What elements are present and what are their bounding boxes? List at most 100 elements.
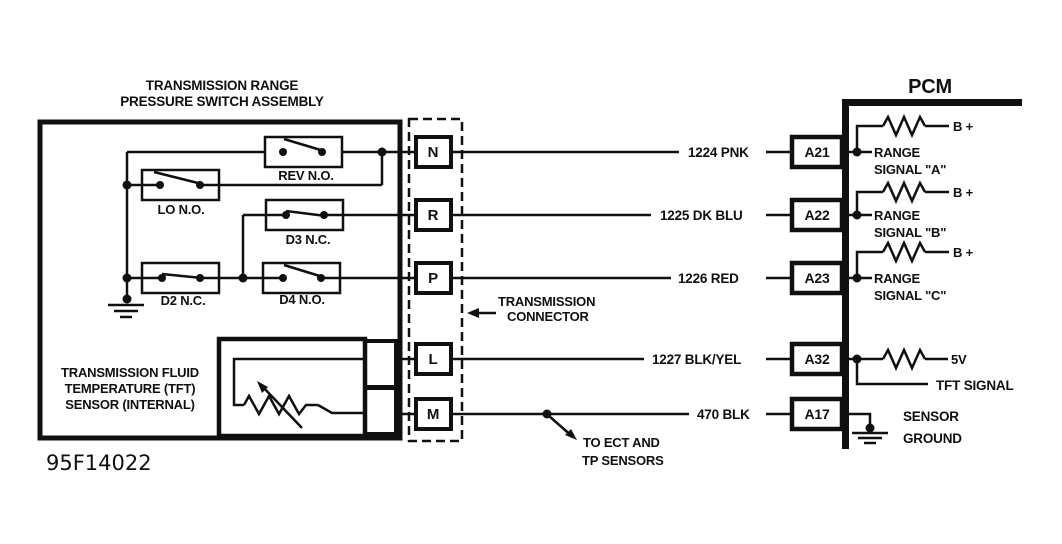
switch-arm xyxy=(283,137,325,153)
pin-p-label: P xyxy=(428,270,438,287)
sensor-ground-line1: SENSOR xyxy=(903,409,959,424)
resistor-icon xyxy=(881,348,927,370)
junction-dot xyxy=(852,354,862,364)
tft-sensor-terminal-lower xyxy=(363,386,398,436)
junction-dot xyxy=(122,273,132,283)
connector-pin-n: N xyxy=(414,135,453,169)
range-signal-b-line1: RANGE xyxy=(874,208,920,223)
wire-l-label: 1227 BLK/YEL xyxy=(652,352,741,367)
branch-note-line1: TO ECT AND xyxy=(583,435,660,450)
pin-r-label: R xyxy=(428,207,439,224)
switch-d2-label: D2 N.C. xyxy=(161,293,206,308)
pin-n-label: N xyxy=(428,144,439,161)
pcm-pin-a23: A23 B + RANGE SIGNAL "C" xyxy=(789,241,974,303)
circuit-trace xyxy=(842,124,949,154)
contact-dot xyxy=(156,181,164,189)
figure-number: 95F14022 xyxy=(46,451,152,475)
junction-dot xyxy=(122,294,132,304)
switch-arm xyxy=(285,209,327,218)
branch-arrowhead xyxy=(565,429,577,440)
wire-n-label: 1224 PNK xyxy=(688,145,749,160)
sensor-ground-line2: GROUND xyxy=(903,431,962,446)
wire-p-label: 1226 RED xyxy=(678,271,739,286)
switch-rev-label: REV N.O. xyxy=(278,168,333,183)
contact-dot xyxy=(279,148,287,156)
pcm-border-top xyxy=(842,99,1022,106)
circuit-trace xyxy=(842,190,949,217)
connector-dashed-box xyxy=(407,117,464,443)
pin-a32-label: A32 xyxy=(804,351,829,367)
pcm-pin-a32: A32 5V TFT SIGNAL xyxy=(789,341,1014,393)
wire-m-label: 470 BLK xyxy=(697,407,750,422)
resistor-icon xyxy=(881,181,927,203)
transmission-connector: N R P L M TRANSMISSION CONNECTOR xyxy=(396,117,595,443)
switch-box xyxy=(140,261,221,295)
pin-a22-label: A22 xyxy=(804,207,829,223)
switch-lo: LO N.O. xyxy=(140,168,221,217)
tft-sensor-label-line3: SENSOR (INTERNAL) xyxy=(65,397,195,412)
switch-arm xyxy=(161,272,203,280)
switch-d4: D4 N.O. xyxy=(261,261,342,307)
connector-pin-m: M xyxy=(414,397,453,431)
b-plus-label: B + xyxy=(953,185,974,200)
switch-d3-label: D3 N.C. xyxy=(286,232,331,247)
tft-sensor-terminal-upper xyxy=(363,339,398,389)
contact-dot xyxy=(158,274,166,282)
range-signal-a-line1: RANGE xyxy=(874,145,920,160)
thermistor-arrowhead xyxy=(257,381,268,393)
sensor-pin-stubs xyxy=(396,357,416,416)
connector-pin-l: L xyxy=(414,342,453,376)
b-plus-label: B + xyxy=(953,245,974,260)
pin-a17-label: A17 xyxy=(804,406,829,422)
pin-m-label: M xyxy=(427,406,439,423)
harness-wires: 1224 PNK 1225 DK BLU 1226 RED 1227 BLK/Y… xyxy=(451,145,792,468)
range-signal-c-line2: SIGNAL "C" xyxy=(874,288,946,303)
b-plus-label: B + xyxy=(953,119,974,134)
connector-pin-r: R xyxy=(414,198,453,232)
pcm-pin-a21: A21 B + RANGE SIGNAL "A" xyxy=(789,115,974,177)
resistor-icon xyxy=(881,115,927,137)
switch-box xyxy=(264,198,345,232)
connector-label-line2: CONNECTOR xyxy=(507,309,590,324)
switch-d3: D3 N.C. xyxy=(264,198,345,247)
wire-r-label: 1225 DK BLU xyxy=(660,208,743,223)
thermistor-zigzag xyxy=(242,393,318,417)
switch-rev: REV N.O. xyxy=(263,135,344,183)
tft-signal-label: TFT SIGNAL xyxy=(936,378,1014,393)
thermistor-lead xyxy=(317,403,365,415)
junction-dot xyxy=(852,273,862,283)
switch-arm xyxy=(283,263,324,279)
circuit-trace xyxy=(842,250,949,280)
contact-dot xyxy=(279,274,287,282)
assembly-title-line2: PRESSURE SWITCH ASSEMBLY xyxy=(120,94,324,109)
ground-icon xyxy=(842,412,888,445)
connector-pin-p: P xyxy=(414,261,453,295)
range-signal-b-line2: SIGNAL "B" xyxy=(874,225,946,240)
junction-dot xyxy=(377,147,387,157)
tft-sensor-label-line2: TEMPERATURE (TFT) xyxy=(65,381,196,396)
thermistor-arrow xyxy=(261,385,303,429)
connector-label-line1: TRANSMISSION xyxy=(498,294,595,309)
pin-l-label: L xyxy=(429,351,438,368)
pin-a21-label: A21 xyxy=(804,144,829,160)
five-volt-label: 5V xyxy=(951,352,967,367)
resistor-icon xyxy=(881,241,927,263)
assembly-title-line1: TRANSMISSION RANGE xyxy=(146,78,299,93)
junction-dot xyxy=(852,210,862,220)
branch-note-line2: TP SENSORS xyxy=(582,453,664,468)
contact-dot xyxy=(282,211,290,219)
switch-arm xyxy=(153,170,203,186)
tft-sensor-label-line1: TRANSMISSION FLUID xyxy=(61,365,199,380)
tft-sensor-box xyxy=(216,336,368,439)
pin-a23-label: A23 xyxy=(804,270,829,286)
wire-network xyxy=(125,150,416,299)
connector-callout-arrowhead xyxy=(467,308,479,318)
ground-icon xyxy=(108,303,144,319)
pcm-pin-a17: A17 SENSOR GROUND xyxy=(789,396,962,446)
pcm-title: PCM xyxy=(908,76,952,98)
pcm-border-left xyxy=(842,99,849,449)
pcm-pin-a22: A22 B + RANGE SIGNAL "B" xyxy=(789,181,974,240)
junction-dot xyxy=(865,423,875,433)
switch-box xyxy=(263,135,344,169)
